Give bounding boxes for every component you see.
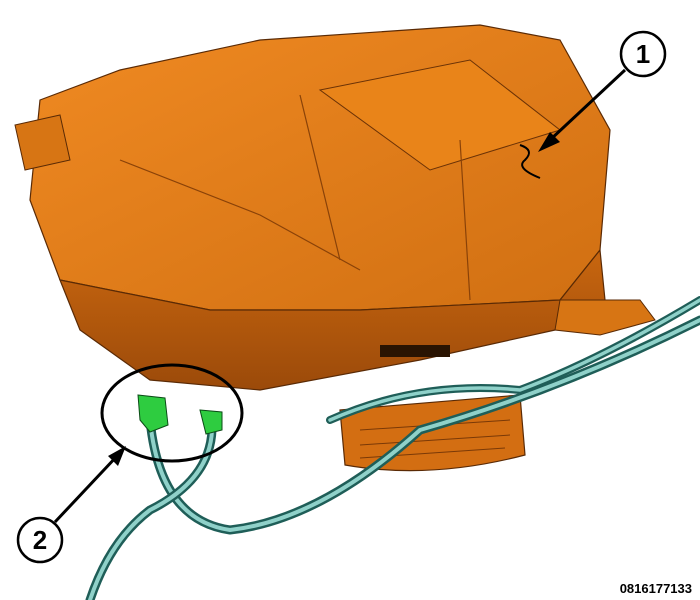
callout-1-label: 1 (636, 39, 650, 69)
housing-ridge-line (119, 159, 361, 271)
callout-2-circle (16, 516, 64, 564)
callout-2-leader (53, 453, 120, 524)
callout-2: 2 (16, 363, 244, 564)
callout-1-arrowhead (538, 132, 560, 152)
housing-left-flange (14, 114, 71, 171)
callout-1-leader (548, 68, 627, 142)
tube-third-highlight (328, 298, 700, 422)
figure-id: 0816177133 (619, 581, 692, 596)
callout-2-highlight-ellipse (100, 363, 244, 463)
housing-ridge-line (299, 94, 341, 261)
housing-right-flange (554, 299, 656, 336)
housing-slot (380, 345, 450, 357)
connector-left (137, 394, 169, 433)
callout-1-circle (619, 30, 667, 78)
callout-2-label: 2 (33, 525, 47, 555)
electrical-connectors (137, 394, 223, 435)
callout-2-arrowhead (108, 446, 126, 466)
callout-1: 1 (519, 30, 667, 179)
tube-short-highlight (88, 428, 214, 600)
tubes (85, 296, 700, 600)
tube-long-highlight (148, 318, 700, 533)
connector-right (199, 409, 223, 435)
housing-ridge-line (459, 139, 471, 301)
hvac-housing (14, 24, 656, 472)
callout-1-squiggle (519, 144, 541, 179)
